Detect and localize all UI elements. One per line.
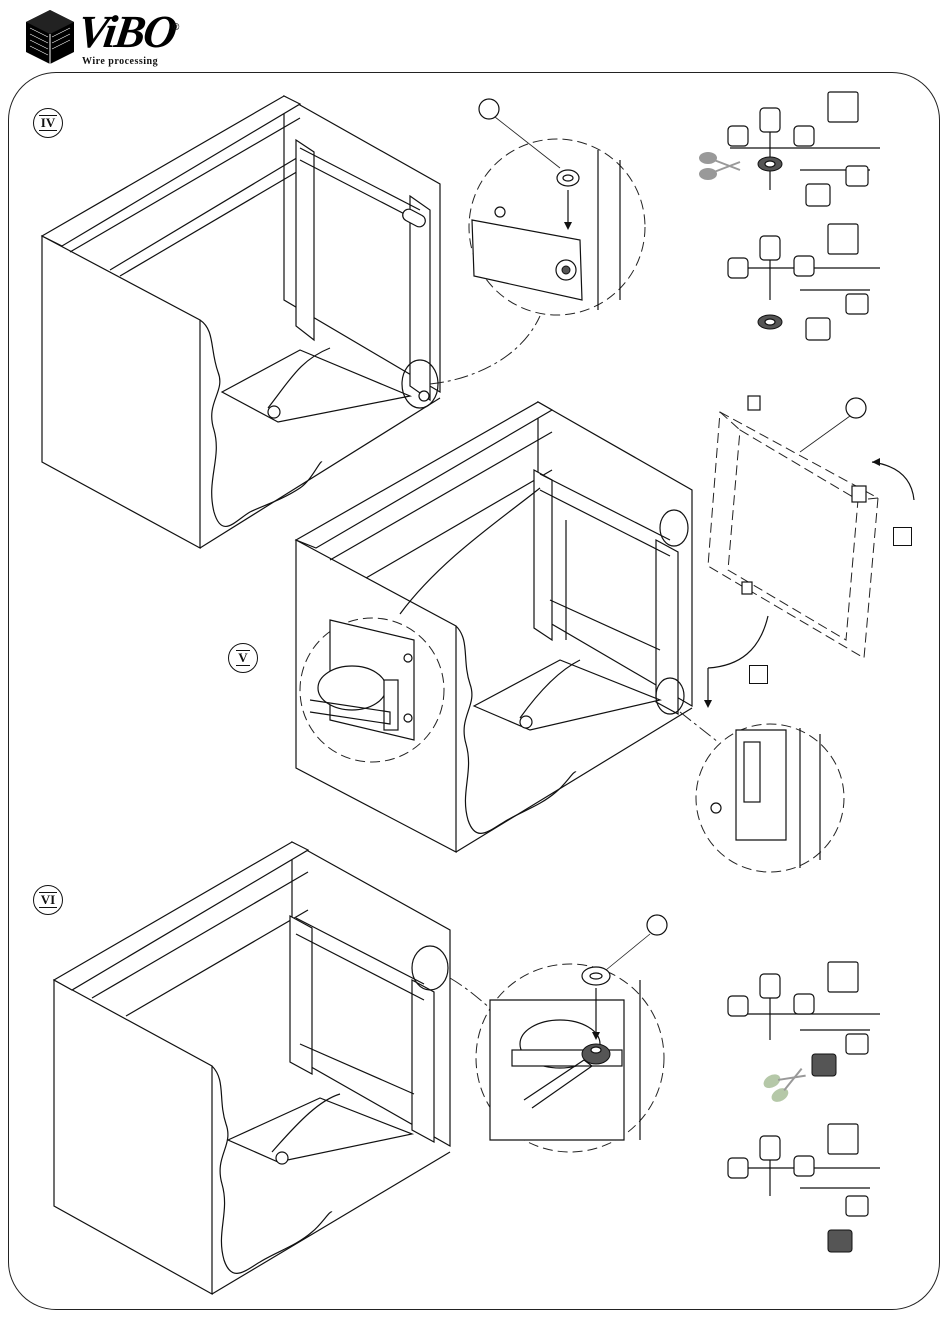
fastener-set-4a bbox=[728, 92, 880, 206]
cabinet-step-6 bbox=[54, 842, 490, 1294]
frame-exploded-step-5 bbox=[704, 396, 914, 708]
detail-circle-step-5-right bbox=[680, 712, 844, 872]
scissors-icon-step-6 bbox=[761, 1060, 811, 1105]
fastener-set-6b bbox=[728, 1124, 880, 1252]
detail-circle-step-4 bbox=[469, 99, 645, 315]
step-badge-5: V bbox=[228, 643, 258, 673]
step-numeral-5: V bbox=[236, 650, 249, 666]
step-badge-6: VI bbox=[33, 885, 63, 915]
marker-square-a bbox=[893, 527, 912, 546]
cabinet-step-4 bbox=[42, 96, 540, 548]
step-numeral-4: IV bbox=[39, 115, 57, 131]
fastener-set-4b bbox=[728, 224, 880, 340]
fastener-set-6a bbox=[728, 962, 880, 1076]
step-numeral-6: VI bbox=[39, 892, 57, 908]
step-badge-4: IV bbox=[33, 108, 63, 138]
scissors-icon bbox=[699, 152, 740, 180]
marker-square-b bbox=[749, 665, 768, 684]
detail-circle-step-6 bbox=[476, 915, 667, 1152]
